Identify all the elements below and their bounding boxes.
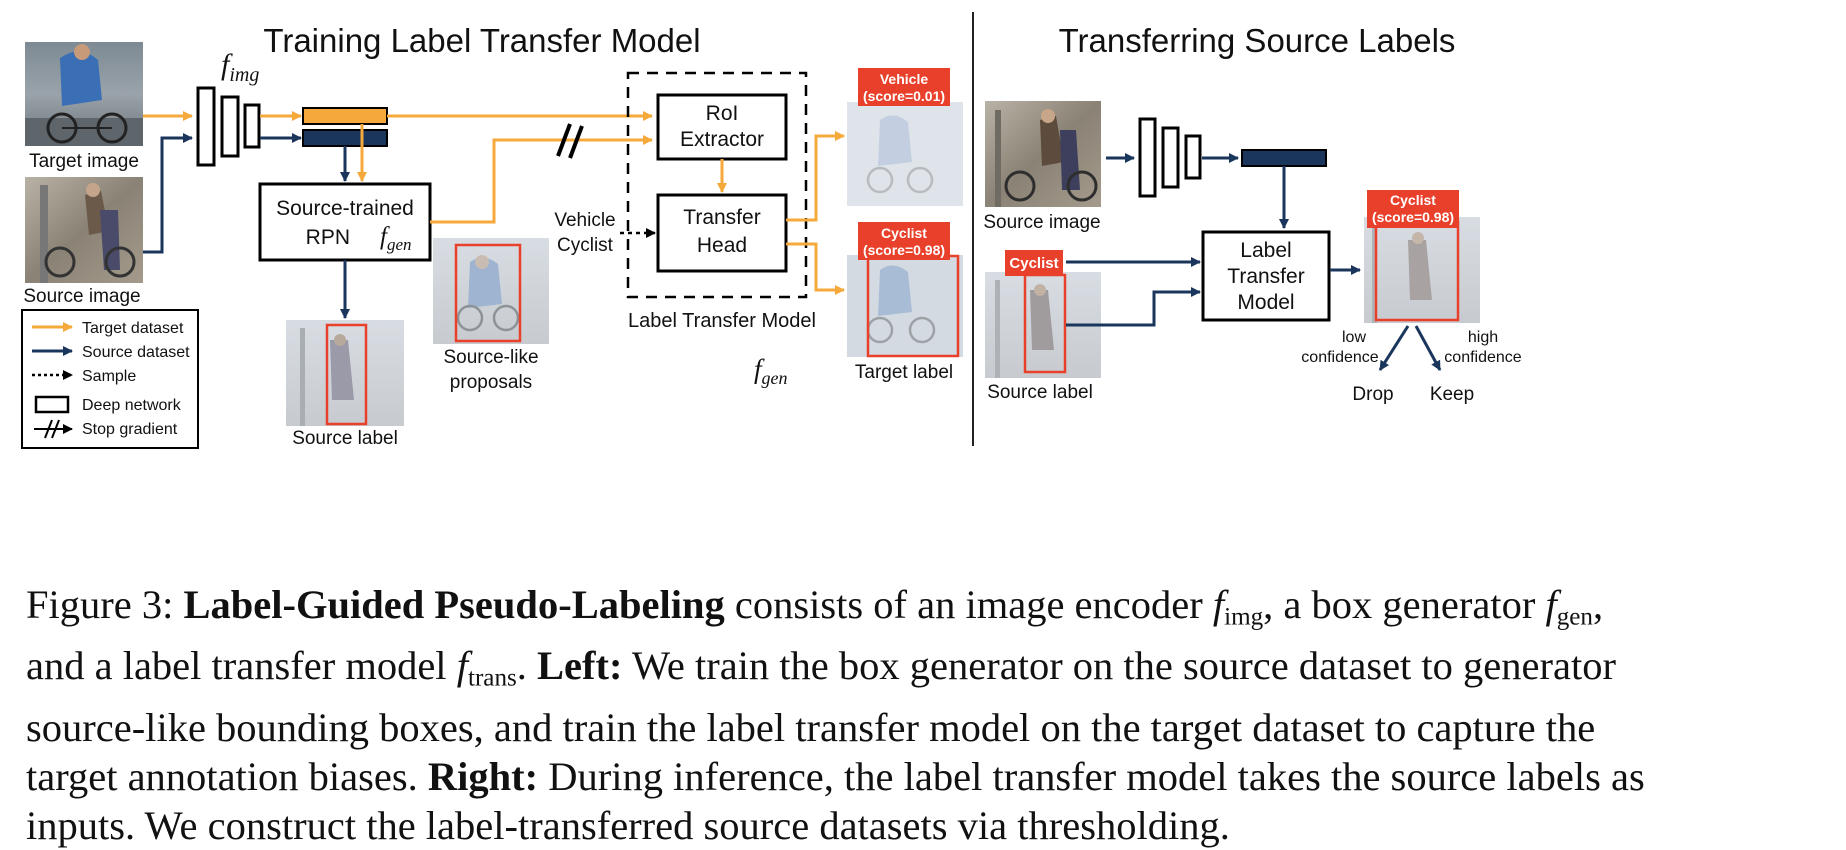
high-confidence-line1: high (1468, 329, 1498, 346)
rpn-label-line1: Source-trained (276, 197, 414, 220)
caption-bold-title: Label-Guided Pseudo-Labeling (183, 582, 725, 627)
right-cyclist-tag (1005, 250, 1063, 276)
caption-text-6: We train the box generator on the source… (622, 643, 1616, 689)
vehicle-badge-line1: Vehicle (880, 71, 928, 87)
source-trained-rpn (258, 182, 432, 262)
target-label-caption: Target label (855, 362, 953, 383)
f-gen-bottom-label: fgen (754, 354, 788, 388)
pipeline-diagram: Training Label Transfer Model Target ima… (21, 12, 1522, 449)
keep-label: Keep (1430, 384, 1474, 405)
sample-label-line1: Vehicle (554, 210, 615, 231)
source-image-label: Source image (23, 286, 140, 307)
sample-label-line2: Cyclist (557, 235, 614, 256)
right-badge-line2: (score=0.98) (1372, 209, 1454, 225)
source-image (25, 177, 143, 283)
right-output-image (1364, 217, 1480, 323)
head-to-vehicle-arrow (786, 131, 845, 222)
right-image-encoder (1138, 117, 1202, 198)
high-confidence-line2: confidence (1444, 349, 1521, 366)
image-encoder (196, 86, 261, 167)
cyclist-score-badge (858, 222, 950, 260)
right-badge-line1: Cyclist (1390, 192, 1436, 208)
source-label-caption: Source label (292, 428, 398, 449)
left-panel-title: Training Label Transfer Model (263, 22, 700, 59)
right-cyclist-score-badge (1367, 190, 1459, 228)
caption-text-3: , (1592, 582, 1604, 627)
target-label-image (847, 254, 963, 358)
caption-left-bold: Left: (537, 643, 623, 689)
source-feature-bar (302, 129, 388, 147)
drop-label: Drop (1352, 384, 1393, 405)
right-ltm-line3: Model (1237, 291, 1294, 314)
caption-img-sub: img (1224, 603, 1264, 631)
keep-arrow (1414, 325, 1442, 371)
roi-extractor (656, 93, 788, 161)
caption-f-gen: f (1545, 582, 1557, 627)
right-source-label-image (985, 272, 1101, 378)
head-label-line2: Head (697, 234, 747, 257)
source-label-image (286, 320, 404, 426)
low-confidence-line1: low (1342, 329, 1366, 346)
source-like-proposals-image (433, 238, 549, 344)
right-source-image (985, 101, 1101, 207)
vehicle-score-badge (858, 68, 950, 106)
caption-text-8: target annotation biases. (26, 753, 428, 799)
caption-f-img: f (1212, 582, 1225, 627)
target-image-label: Target image (29, 151, 139, 172)
caption-text-5: . (516, 643, 538, 689)
cyclist-badge-line2: (score=0.98) (863, 242, 945, 258)
legend-deep-network: Deep network (82, 397, 182, 414)
stop-gradient-mark (556, 123, 584, 159)
roi-label-line2: Extractor (680, 128, 764, 151)
transfer-head (656, 193, 788, 273)
right-ltm-line2: Transfer (1227, 265, 1304, 288)
rpn-label-line2: RPN (306, 226, 350, 249)
legend-target-dataset: Target dataset (82, 320, 184, 337)
roi-label-line1: RoI (706, 102, 739, 125)
cyclist-badge-line1: Cyclist (881, 225, 927, 241)
target-feature-bar (302, 107, 388, 125)
caption-text-1: consists of an image encoder (724, 582, 1213, 627)
target-image (25, 42, 143, 146)
caption-text-7: source-like bounding boxes, and train th… (26, 704, 1596, 750)
right-ltm-line1: Label (1240, 239, 1291, 262)
legend-sample: Sample (82, 368, 136, 385)
right-source-label-caption: Source label (987, 382, 1093, 403)
head-label-line1: Transfer (683, 206, 760, 229)
vehicle-output-image (847, 102, 963, 206)
vehicle-badge-line2: (score=0.01) (863, 88, 945, 104)
label-image-to-ltm-arrow (1066, 287, 1201, 327)
caption-fig-prefix: Figure 3: (26, 582, 184, 627)
caption-right-bold: Right: (427, 753, 539, 799)
right-panel-title: Transferring Source Labels (1059, 22, 1456, 59)
head-to-cyclist-arrow (786, 242, 845, 295)
caption-trans-sub: trans (467, 664, 517, 692)
rpn-to-roi-arrow (430, 135, 653, 224)
legend: Target dataset Source dataset Sample Dee… (21, 309, 199, 449)
caption-f-trans: f (456, 643, 468, 689)
legend-source-dataset: Source dataset (82, 344, 190, 361)
right-source-image-label: Source image (983, 212, 1100, 233)
label-transfer-model-caption: Label Transfer Model (628, 310, 816, 332)
right-label-transfer-model (1201, 230, 1331, 322)
rpn-f-gen-label: fgen (380, 223, 412, 254)
right-source-feature-bar (1241, 149, 1327, 167)
right-cyclist-tag-text: Cyclist (1009, 255, 1058, 272)
proposals-label-line1: Source-like (443, 347, 538, 368)
caption-text-2: , a box generator (1263, 582, 1546, 627)
f-img-label: fimg (221, 48, 259, 86)
caption-text-4: and a label transfer model (26, 643, 457, 689)
legend-stop-gradient: Stop gradient (82, 421, 178, 438)
caption-text-10: inputs. We construct the label-transferr… (26, 802, 1230, 848)
source-to-encoder-arrow (143, 133, 193, 254)
proposals-label-line2: proposals (450, 372, 532, 393)
figure-caption: Figure 3: Label-Guided Pseudo-Labeling c… (26, 580, 1836, 850)
caption-gen-sub: gen (1556, 603, 1593, 631)
label-transfer-model-box (626, 71, 808, 299)
drop-arrow (1378, 325, 1410, 371)
low-confidence-line2: confidence (1301, 349, 1378, 366)
caption-text-9: During inference, the label transfer mod… (538, 753, 1645, 799)
